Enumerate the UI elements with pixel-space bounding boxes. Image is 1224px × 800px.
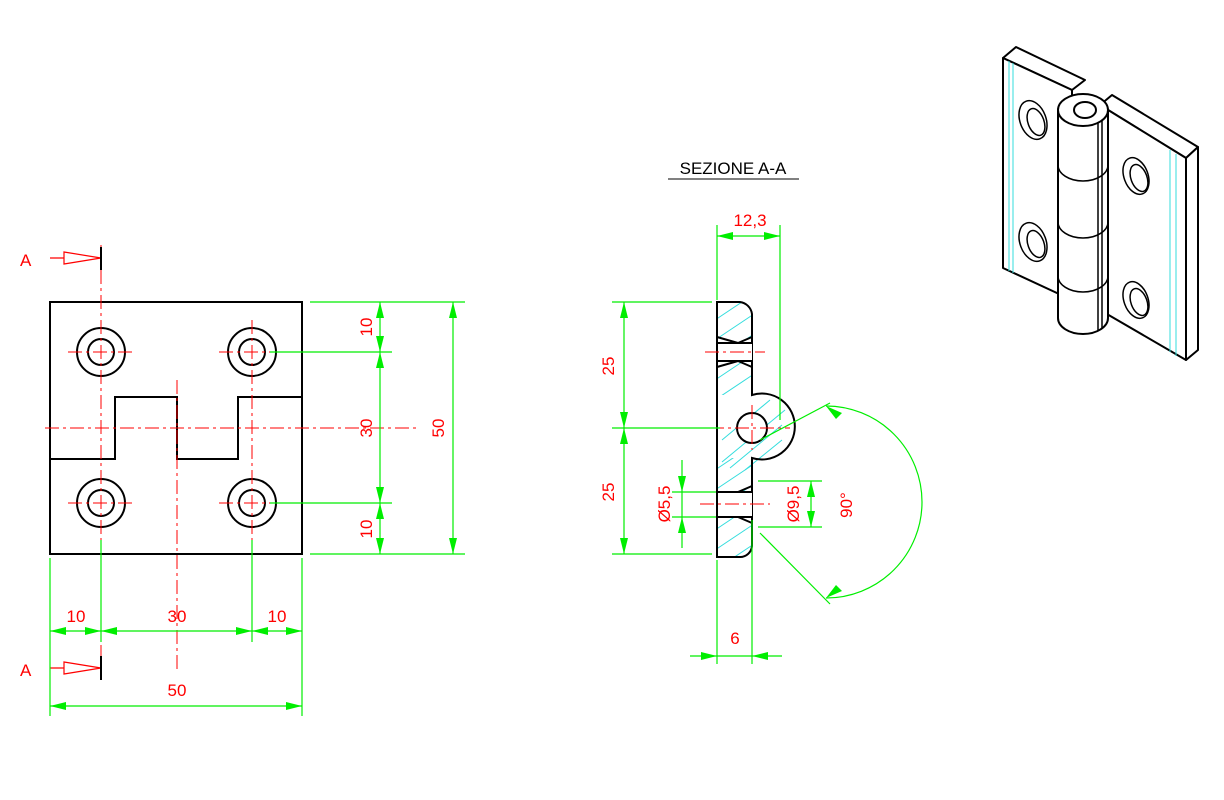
dim-thickness: 6 — [730, 629, 739, 648]
section-arrow-bottom: A — [20, 656, 102, 680]
pin-top — [1073, 101, 1097, 119]
dim-middle: 30 — [357, 419, 376, 438]
dim-thickness-group: 6 — [690, 520, 782, 664]
dim-top-hole: 10 — [357, 318, 376, 337]
dim-top-width-group: 12,3 — [716, 211, 781, 420]
dim-overall-height: 50 — [429, 419, 448, 438]
dim-angle-group: 90° — [759, 402, 923, 605]
front-horizontal-dims: 10 30 10 50 — [49, 540, 303, 716]
dim-left: 10 — [67, 607, 86, 626]
dim-section-heights: 25 25 — [599, 301, 720, 555]
front-view: A A 10 30 10 50 — [20, 245, 465, 716]
right-leaf-side — [1185, 146, 1199, 361]
section-outline — [716, 301, 796, 559]
dim-angle: 90° — [837, 492, 856, 518]
isometric-view — [1002, 46, 1199, 361]
knuckle-cylinder — [1057, 109, 1109, 335]
section-label-top: A — [20, 251, 32, 270]
section-arrow-top: A — [20, 247, 102, 270]
section-label-bottom: A — [20, 661, 32, 680]
dim-right: 10 — [268, 607, 287, 626]
section-center-lines — [700, 351, 790, 505]
dim-top-width: 12,3 — [733, 211, 766, 230]
section-title: SEZIONE A-A — [680, 159, 787, 178]
dim-overall-width: 50 — [168, 681, 187, 700]
front-vertical-dims: 10 30 10 50 — [270, 301, 465, 555]
dim-upper-height: 25 — [599, 357, 618, 376]
lower-hole-section — [717, 485, 753, 524]
dim-large-dia-group: Ø9,5 — [758, 480, 822, 528]
dim-large-dia: Ø9,5 — [784, 486, 803, 523]
dim-lower-height: 25 — [599, 483, 618, 502]
section-view: SEZIONE A-A — [599, 159, 923, 664]
dim-small-dia-group: Ø5,5 — [655, 460, 716, 548]
dim-bottom-hole: 10 — [357, 520, 376, 539]
dim-center: 30 — [168, 607, 187, 626]
dim-small-dia: Ø5,5 — [655, 486, 674, 523]
